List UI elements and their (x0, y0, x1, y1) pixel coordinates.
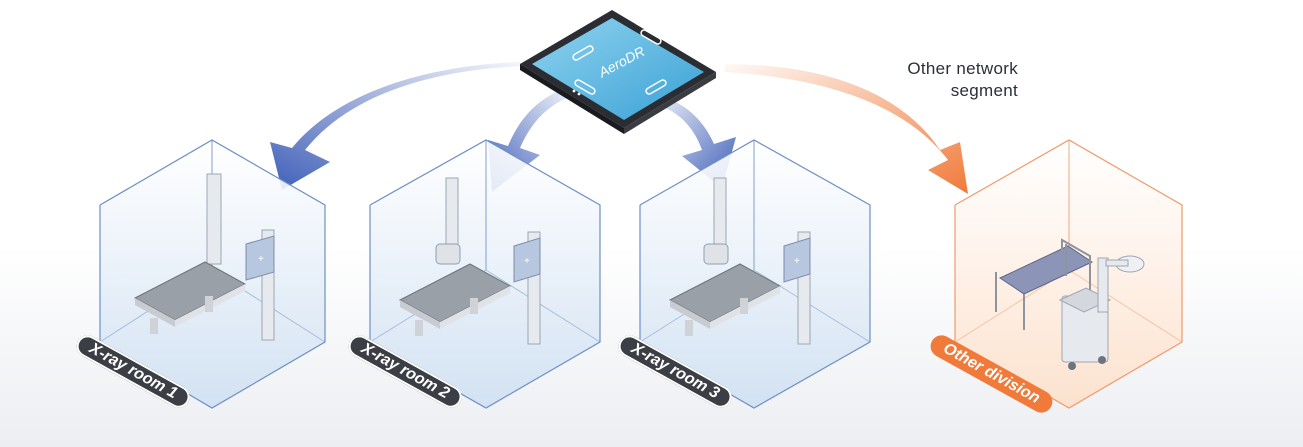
network-segment-note: Other network segment (858, 58, 1018, 102)
aerodr-detector: AeroDR (520, 10, 716, 134)
svg-text:+: + (258, 254, 264, 265)
svg-text:+: + (794, 256, 800, 267)
arrow-to-other-division (725, 64, 968, 194)
other-division-room (954, 139, 1183, 409)
xray-room-1: + (99, 139, 326, 409)
network-note-line-1: Other network (907, 59, 1018, 78)
svg-text:+: + (524, 256, 530, 267)
xray-room-2: + (369, 139, 601, 409)
network-note-line-2: segment (950, 81, 1018, 100)
xray-room-3: + (639, 139, 871, 409)
arrow-to-room-1 (270, 62, 525, 190)
